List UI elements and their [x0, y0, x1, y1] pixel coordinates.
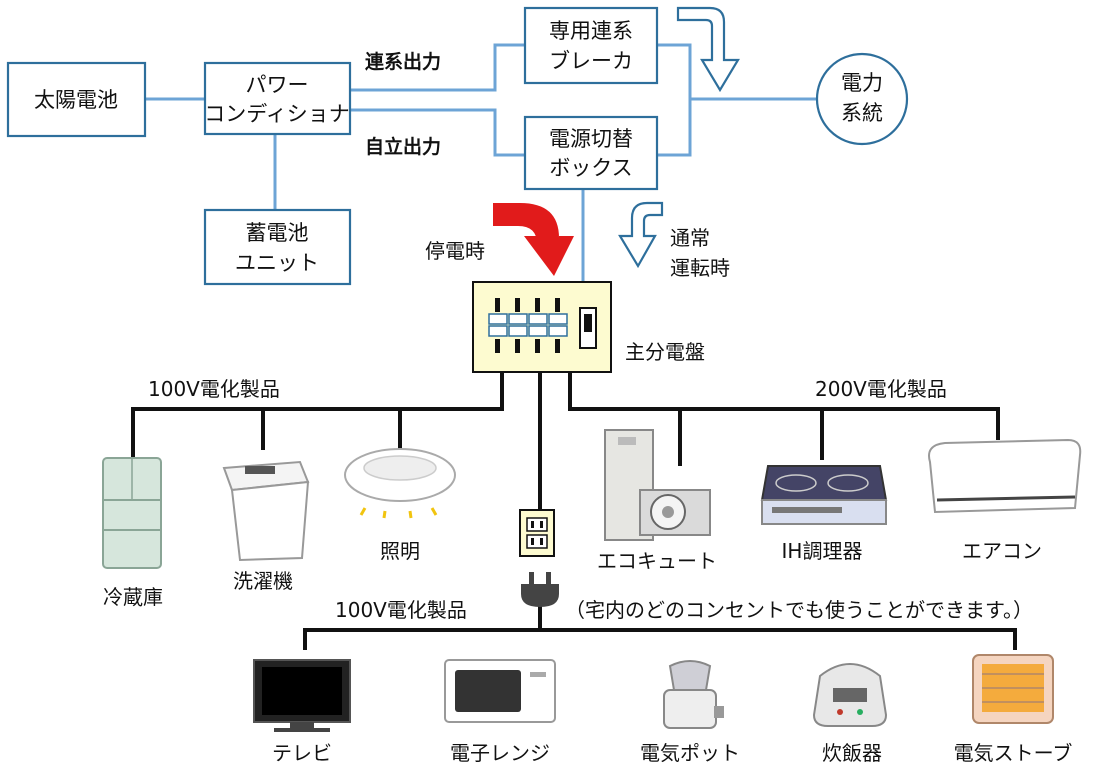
normal-operation-label-line2: 運転時 — [670, 256, 730, 280]
dedicated-breaker-box: 専用連系 ブレーカ — [523, 6, 659, 85]
solar-panel-label: 太陽電池 — [34, 88, 118, 112]
grid-flow-arrow-icon — [676, 6, 740, 93]
refrigerator-icon — [102, 457, 162, 569]
v200-group-label: 200V電化製品 — [815, 377, 947, 401]
power-cables — [145, 43, 818, 282]
ecocute-label: エコキュート — [597, 549, 717, 573]
ceiling-light-icon — [344, 448, 456, 519]
power-switch-box-label-line2: ボックス — [549, 156, 632, 180]
tv-icon — [253, 659, 351, 732]
main-distribution-panel — [472, 281, 612, 373]
power-switch-box: 電源切替 ボックス — [523, 115, 659, 191]
battery-unit-label-line2: ユニット — [235, 251, 319, 275]
lighting-label: 照明 — [380, 539, 420, 563]
battery-unit-label-line1: 蓄電池 — [246, 221, 309, 245]
dedicated-breaker-label-line1: 専用連系 — [549, 19, 633, 43]
outage-arrow-icon — [493, 203, 574, 276]
battery-unit-box: 蓄電池 ユニット — [203, 208, 352, 286]
ih-cooker-icon — [760, 465, 888, 525]
rice-cooker-icon — [812, 663, 888, 727]
air-conditioner-icon — [928, 438, 1082, 514]
v100-outlet-group-label: 100V電化製品 — [335, 598, 467, 622]
grid-circle: 電力 系統 — [815, 52, 909, 146]
microwave-label: 電子レンジ — [450, 741, 550, 765]
outage-label: 停電時 — [425, 239, 485, 263]
ih-cooker-label: IH調理器 — [782, 539, 863, 563]
dedicated-breaker-label-line2: ブレーカ — [549, 49, 633, 73]
power-conditioner-label-line1: パワー — [246, 73, 309, 97]
power-conditioner-box: パワー コンディショナ — [203, 61, 352, 136]
grid-label-line1: 電力 — [841, 71, 883, 95]
appliance-wiring — [131, 372, 1017, 650]
electric-pot-icon — [663, 660, 724, 729]
rice-cooker-label: 炊飯器 — [822, 741, 882, 765]
air-conditioner-label: エアコン — [962, 539, 1042, 563]
tv-label: テレビ — [272, 741, 332, 765]
electric-pot-label: 電気ポット — [640, 741, 740, 765]
power-conditioner-label-line2: コンディショナ — [204, 102, 350, 126]
power-switch-box-label-line1: 電源切替 — [549, 127, 633, 151]
electric-heater-label: 電気ストーブ — [954, 741, 1073, 765]
ecocute-icon — [604, 429, 711, 541]
main-panel-label: 主分電盤 — [625, 340, 705, 364]
v100-group-label: 100V電化製品 — [148, 377, 280, 401]
normal-operation-label-line1: 通常 — [670, 226, 710, 250]
grid-tie-output-label: 連系出力 — [365, 50, 441, 73]
washing-machine-label: 洗濯機 — [233, 569, 293, 593]
refrigerator-label: 冷蔵庫 — [103, 585, 163, 609]
microwave-icon — [444, 659, 556, 723]
power-plug-icon — [521, 572, 559, 607]
standalone-output-label: 自立出力 — [365, 135, 441, 158]
breaker-switches — [488, 298, 568, 353]
washing-machine-icon — [222, 460, 310, 562]
solar-panel-box: 太陽電池 — [6, 61, 147, 138]
electric-heater-icon — [972, 654, 1054, 724]
wall-outlet-icon — [519, 509, 555, 557]
outlet-note: （宅内のどのコンセントでも使うことができます。） — [565, 598, 1033, 622]
normal-operation-arrow-icon — [618, 201, 664, 269]
grid-label-line2: 系統 — [841, 101, 883, 125]
